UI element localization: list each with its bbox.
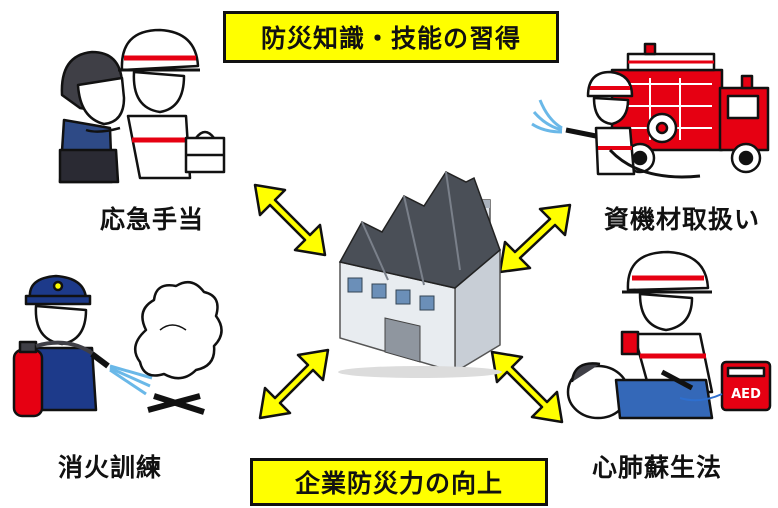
aed-label: AED — [731, 387, 761, 402]
top-banner: 防災知識・技能の習得 — [223, 11, 559, 63]
arrow-top-right — [498, 203, 572, 274]
bottom-banner: 企業防災力の向上 — [250, 458, 548, 506]
caption-cpr: 心肺蘇生法 — [592, 453, 723, 482]
cpr-scene-icon: AED — [566, 250, 772, 420]
extinguisher-scene-icon — [12, 274, 223, 418]
arrow-top-left — [253, 183, 327, 257]
first-aid-scene-icon — [58, 28, 226, 184]
caption-equipment-handling: 資機材取扱い — [604, 205, 761, 234]
fire-truck-scene-icon — [531, 42, 770, 179]
bottom-banner-text: 企業防災力の向上 — [294, 469, 503, 498]
caption-fire-drill: 消火訓練 — [58, 453, 163, 482]
arrow-bottom-right — [490, 350, 564, 424]
top-banner-text: 防災知識・技能の習得 — [260, 24, 521, 53]
arrow-bottom-left — [258, 348, 330, 420]
caption-first-aid: 応急手当 — [100, 205, 205, 234]
factory-icon — [338, 171, 502, 378]
